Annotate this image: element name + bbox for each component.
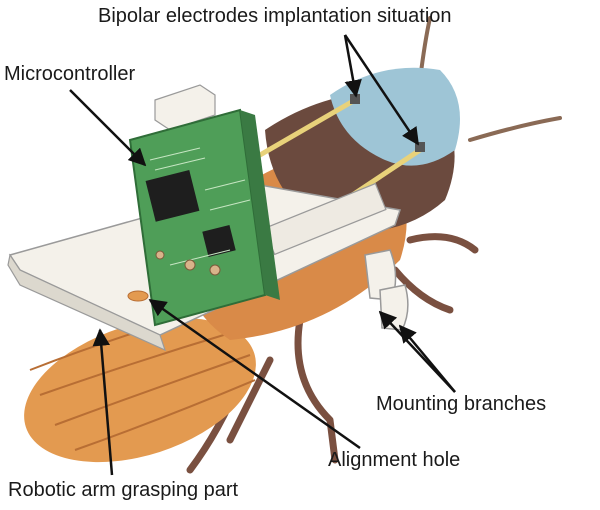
electrode-tip-upper: [350, 94, 360, 104]
arrow-electrodes-1: [343, 34, 362, 98]
label-alignment-hole: Alignment hole: [328, 449, 461, 471]
electrode-tip-lower: [415, 142, 425, 152]
label-electrodes: Bipolar electrodes implantation situatio…: [98, 5, 452, 27]
annotation-arrows: [69, 34, 456, 476]
microcontroller-board: [128, 108, 280, 327]
label-microcontroller: Microcontroller: [4, 63, 136, 85]
head-shield: [330, 67, 460, 166]
label-robotic-arm: Robotic arm grasping part: [8, 479, 239, 501]
arrow-robotic-arm: [92, 328, 114, 476]
label-mounting-branches: Mounting branches: [376, 393, 547, 415]
arrow-microcontroller: [69, 89, 147, 167]
arrow-electrodes-2: [343, 34, 420, 146]
arrow-mounting-2: [398, 324, 456, 393]
alignment-hole-shape: [127, 290, 149, 302]
arrow-alignment: [148, 298, 361, 450]
pcb-connector: [154, 84, 216, 131]
